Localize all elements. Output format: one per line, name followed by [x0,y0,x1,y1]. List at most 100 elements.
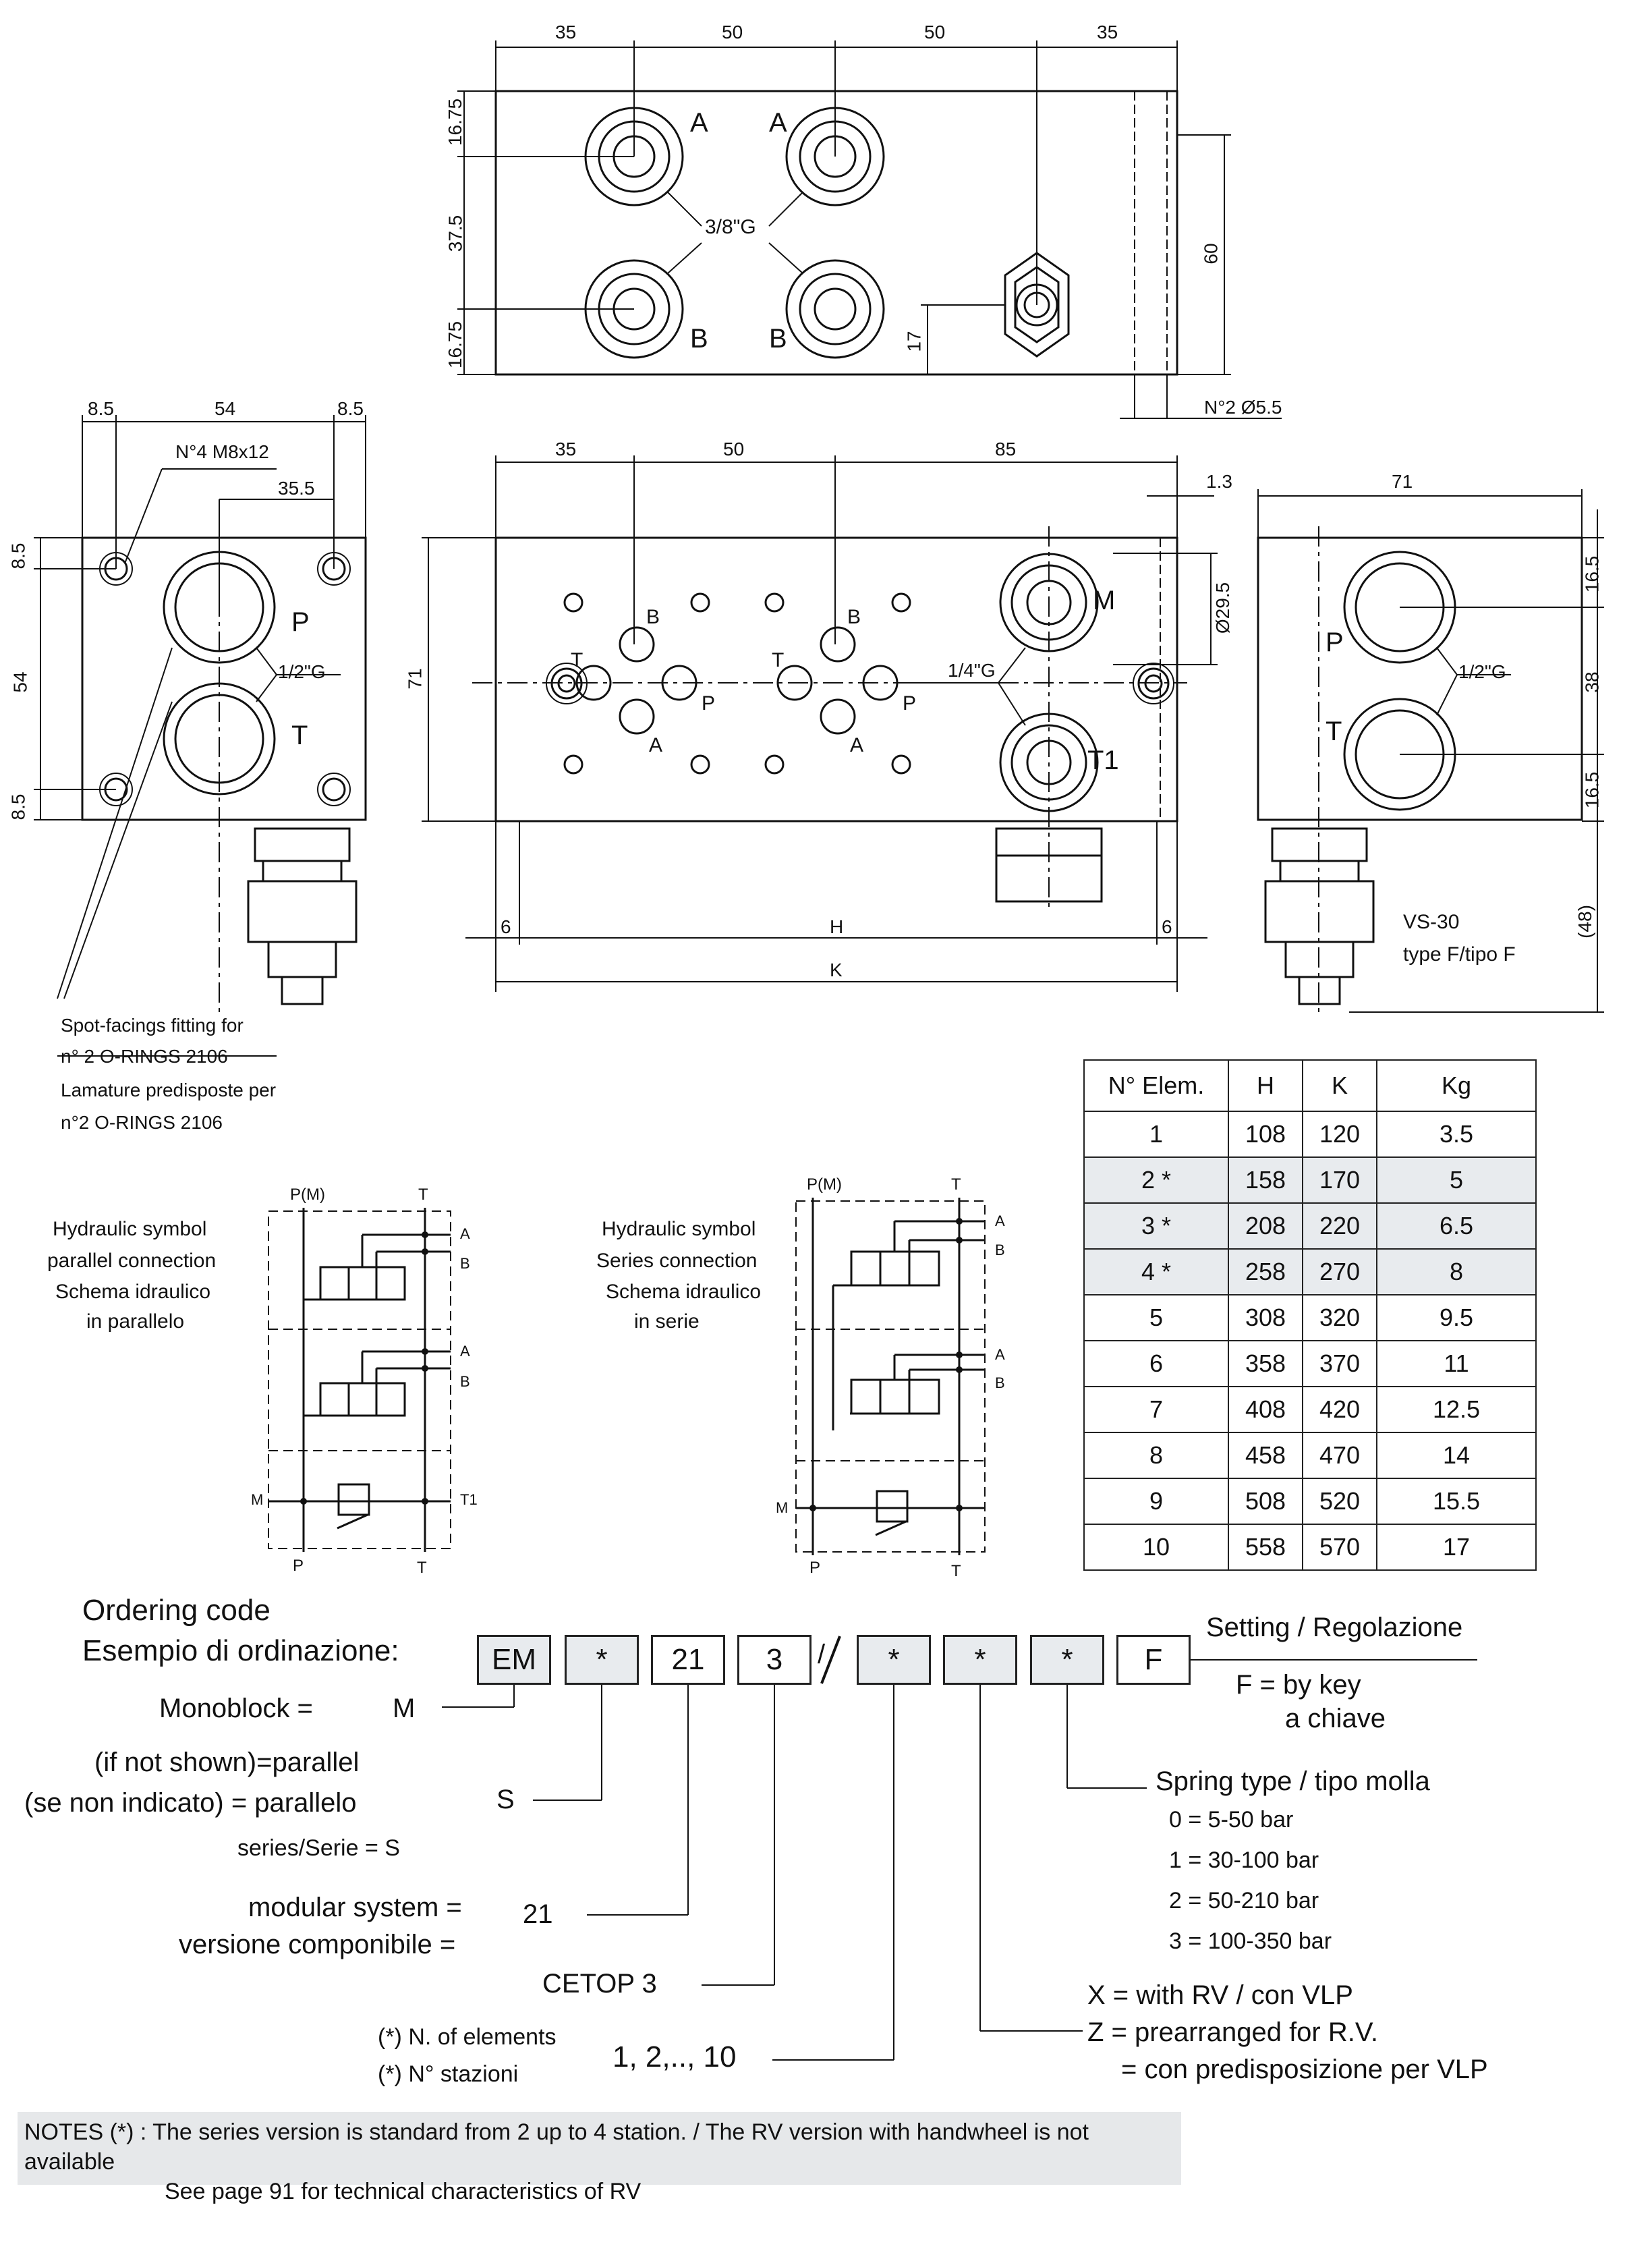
top-right-dim: 60 [1200,243,1222,264]
series-t-bot: T [951,1562,961,1580]
left-dim-side-2: 54 [9,671,31,693]
code-slash: / [818,1640,826,1669]
ordering-title: Ordering code [82,1594,270,1627]
rv-option-z: Z = prearranged for R.V. [1087,2017,1378,2047]
code-box-spring: * [1030,1635,1104,1685]
table-header: Kg [1376,1059,1537,1112]
table-cell: 208 [1228,1202,1303,1250]
modular-label-1: modular system = [248,1893,462,1922]
front-port-a1: A [649,734,663,756]
spotfacing-line-3: Lamature predisposte per [61,1080,277,1100]
right-port-t: T [1326,717,1342,746]
series-title-2: Series connection [596,1250,758,1272]
front-dim-1-3: 1.3 [1206,471,1232,492]
table-cell: 12.5 [1376,1386,1537,1433]
ordering-subtitle: Esempio di ordinazione: [82,1634,399,1667]
top-dim-2: 50 [722,22,743,43]
top-dim-17: 17 [903,331,925,352]
front-dim-2: 50 [723,439,745,459]
left-dim-side-1: 8.5 [7,542,29,569]
code-box-21: 21 [651,1635,725,1685]
modular-value: 21 [523,1899,553,1929]
series-s-value: S [496,1785,515,1814]
series-t-top: T [951,1175,961,1194]
spotfacing-line-2: n° 2 O-RINGS 2106 [61,1046,228,1067]
parallel-pm: P(M) [290,1186,325,1204]
port-b-left: B [690,324,708,354]
code-box-em: EM [477,1635,551,1685]
port-a-right: A [769,108,787,138]
series-a1: A [995,1212,1005,1229]
right-port-p: P [1326,628,1344,657]
code-box-setting: F [1116,1635,1191,1685]
table-cell: 2 * [1083,1156,1229,1204]
parallel-p-bot: P [293,1557,304,1575]
front-dim-1: 35 [555,439,577,459]
left-thread: 1/2"G [278,661,326,682]
n-elements-label-2: (*) N° stazioni [378,2061,519,2087]
front-port-b1: B [646,606,660,628]
code-box-connection: * [565,1635,639,1685]
series-label: series/Serie = S [237,1835,400,1861]
code-box-3: 3 [737,1635,811,1685]
front-thread: 1/4"G [948,660,996,681]
table-cell: 3 * [1083,1202,1229,1250]
table-header-row: N° Elem. H K Kg [1083,1059,1537,1112]
se-non-indicato: (se non indicato) = parallelo [24,1788,357,1818]
monoblock-value: M [393,1694,416,1723]
monoblock-label: Monoblock = [159,1694,313,1723]
setting-f-key: F = by key [1236,1670,1361,1700]
parallel-a2: A [460,1343,470,1360]
front-port-p-1: P [702,692,716,715]
table-cell: 108 [1228,1111,1303,1158]
left-port-p: P [291,607,310,637]
parallel-title-4: in parallelo [86,1310,185,1333]
front-dim-6-right: 6 [1162,916,1172,937]
table-cell: 6.5 [1376,1202,1537,1250]
notes-line-2: See page 91 for technical characteristic… [165,2179,642,2204]
table-cell: 17 [1376,1524,1537,1571]
right-dim-top: 71 [1392,471,1413,492]
table-cell: 220 [1302,1202,1377,1250]
table-cell: 470 [1302,1432,1377,1479]
if-not-shown: (if not shown)=parallel [94,1748,360,1777]
holes-label: N°2 Ø5.5 [1204,397,1282,418]
series-m: M [776,1499,789,1516]
setting-label: Setting / Regolazione [1206,1613,1463,1642]
table-cell: 6 [1083,1340,1229,1387]
front-dim-k: K [830,959,843,980]
top-dim-4: 35 [1097,22,1118,43]
table-header: K [1302,1059,1377,1112]
table-cell: 3.5 [1376,1111,1537,1158]
front-port-t-1: T [571,649,583,671]
table-cell: 370 [1302,1340,1377,1387]
left-dim-top-3: 8.5 [337,398,364,419]
table-cell: 8 [1083,1432,1229,1479]
table-cell: 308 [1228,1294,1303,1341]
parallel-t1: T1 [460,1491,478,1508]
table-cell: 570 [1302,1524,1377,1571]
parallel-m: M [251,1491,264,1508]
spring-label: Spring type / tipo molla [1156,1766,1430,1796]
table-cell: 420 [1302,1386,1377,1433]
series-pm: P(M) [807,1175,842,1194]
port-a-left: A [690,108,708,138]
spotfacing-line-4: n°2 O-RINGS 2106 [61,1112,223,1133]
table-cell: 320 [1302,1294,1377,1341]
parallel-t-top: T [418,1186,428,1204]
table-cell: 8 [1376,1248,1537,1295]
parallel-a1: A [460,1225,470,1242]
rv-option-z-2: = con predisposizione per VLP [1121,2055,1488,2084]
table-header: N° Elem. [1083,1059,1229,1112]
series-b2: B [995,1374,1005,1391]
front-port-m: M [1093,586,1116,615]
parallel-b1: B [460,1255,470,1272]
n-elements-value: 1, 2,.., 10 [613,2040,737,2073]
table-cell: 408 [1228,1386,1303,1433]
